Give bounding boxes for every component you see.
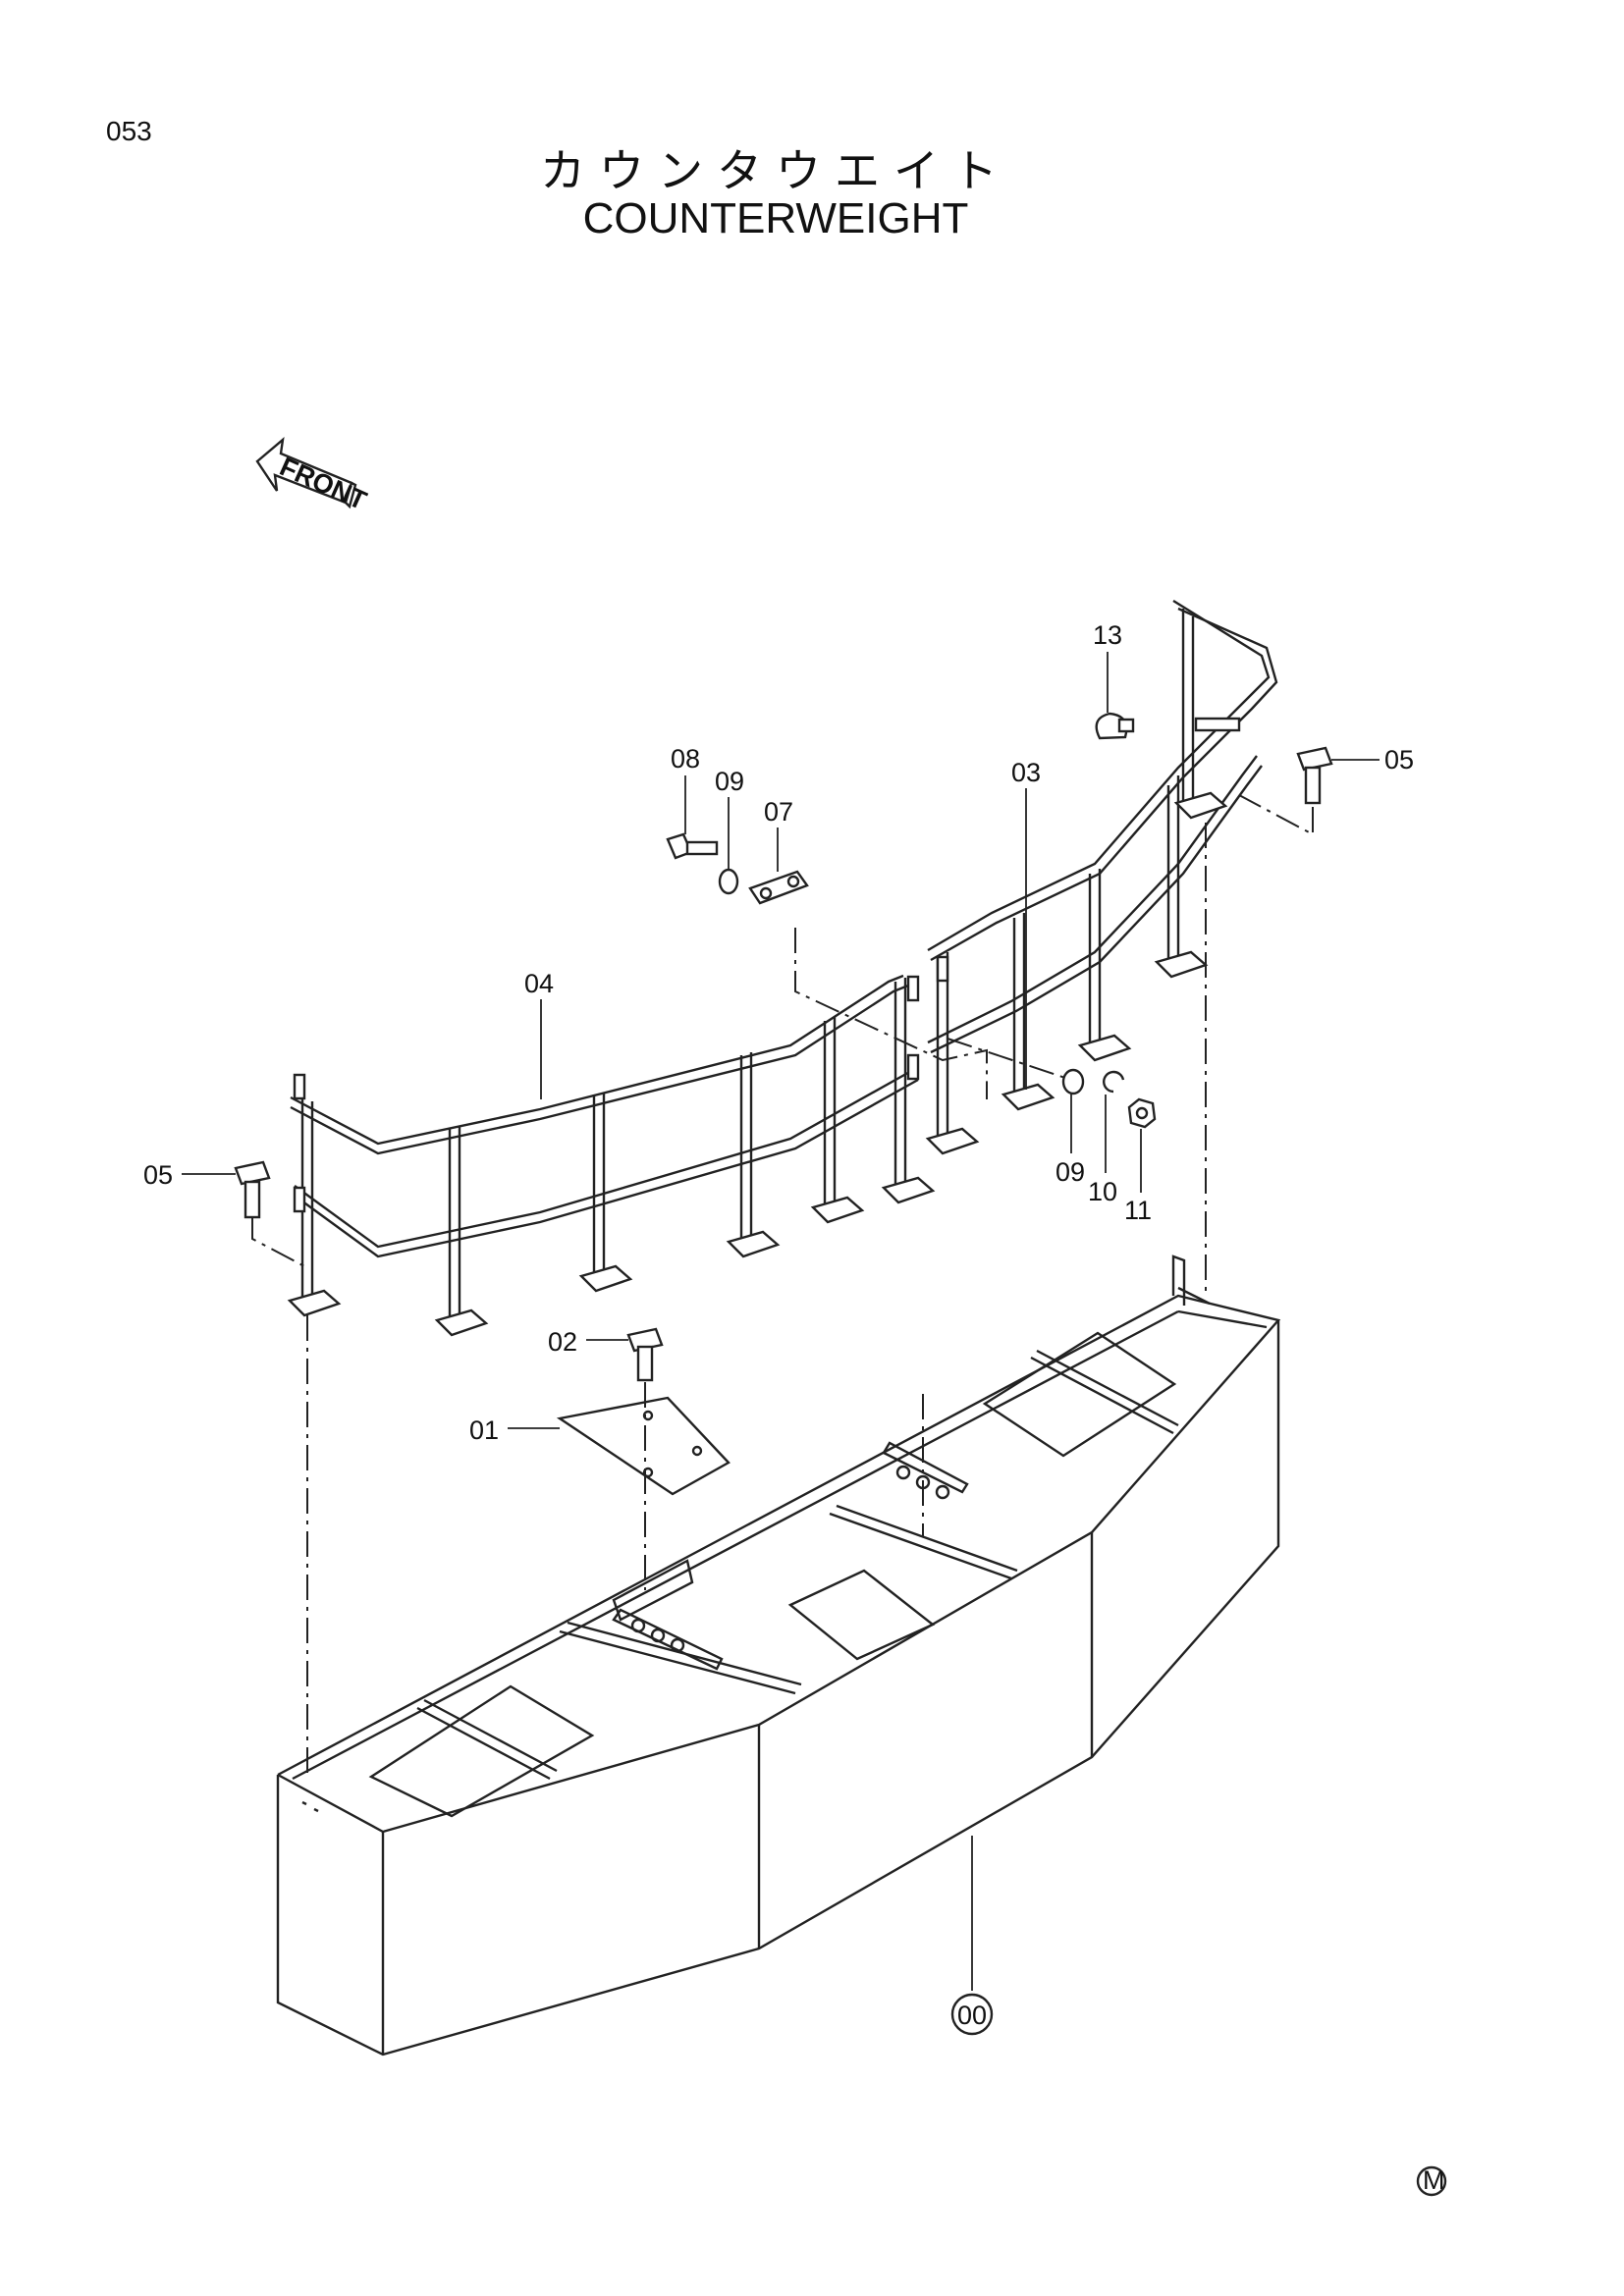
part-02-bolt bbox=[586, 1327, 664, 1382]
footer-mark: M bbox=[1416, 2165, 1447, 2197]
assembly-lines bbox=[251, 794, 1314, 1777]
label-03: 03 bbox=[1011, 758, 1041, 787]
label-09-bottom: 09 bbox=[1056, 1157, 1085, 1187]
part-11-nut bbox=[1127, 1097, 1157, 1129]
page-number: 053 bbox=[106, 116, 152, 146]
front-direction-arrow: FRONT bbox=[255, 437, 372, 516]
counterweight-body bbox=[276, 1255, 1281, 2056]
label-01: 01 bbox=[469, 1415, 499, 1445]
part-13-cap bbox=[1095, 712, 1135, 740]
label-07: 07 bbox=[764, 797, 793, 827]
part-10-spring-washer bbox=[1103, 1070, 1125, 1094]
diagram-title-english: COUNTERWEIGHT bbox=[582, 194, 969, 242]
label-02: 02 bbox=[548, 1327, 577, 1357]
front-label: FRONT bbox=[276, 452, 372, 515]
part-09-washer-top bbox=[718, 868, 739, 895]
part-08-bolt bbox=[666, 832, 719, 860]
label-10: 10 bbox=[1088, 1177, 1117, 1206]
label-05-left: 05 bbox=[143, 1160, 173, 1190]
part-number-labels: 13 05 08 09 07 03 04 05 09 10 11 02 01 0… bbox=[143, 620, 1414, 2036]
part-09-washer-bottom bbox=[1061, 1068, 1085, 1095]
label-00: 00 bbox=[957, 2001, 987, 2030]
label-11: 11 bbox=[1124, 1196, 1152, 1225]
label-05-right: 05 bbox=[1384, 745, 1414, 774]
label-13: 13 bbox=[1093, 620, 1122, 650]
label-08: 08 bbox=[671, 744, 700, 774]
part-05-bolt-left bbox=[182, 1160, 271, 1219]
diagram-title-japanese: カウンタウエイト bbox=[540, 144, 1011, 197]
part-07-plate bbox=[748, 870, 809, 905]
label-04: 04 bbox=[524, 969, 554, 998]
part-05-bolt-right bbox=[1296, 746, 1380, 805]
label-09-top: 09 bbox=[715, 767, 744, 796]
leader-lines bbox=[540, 652, 1142, 1991]
footer-mark-label: M bbox=[1423, 2165, 1445, 2195]
part-01-plate bbox=[508, 1396, 731, 1496]
